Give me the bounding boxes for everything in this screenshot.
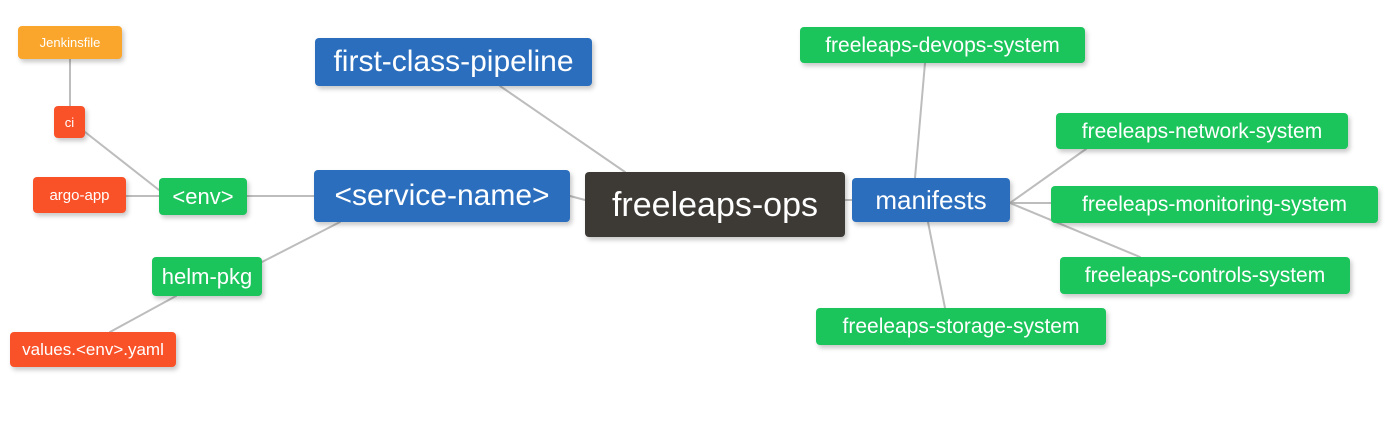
node-service-name[interactable]: <service-name> [314,170,570,222]
node-label-freeleaps-monitoring-system: freeleaps-monitoring-system [1082,193,1347,216]
node-label-argo-app: argo-app [49,186,110,204]
node-label-values-yaml: values.<env>.yaml [22,340,164,359]
node-env[interactable]: <env> [159,178,247,215]
edge-helm-pkg-to-values-yaml [109,295,177,333]
node-freeleaps-devops-system[interactable]: freeleaps-devops-system [800,27,1085,63]
node-label-service-name: <service-name> [334,179,550,212]
node-freeleaps-controls-system[interactable]: freeleaps-controls-system [1060,257,1350,294]
node-label-freeleaps-storage-system: freeleaps-storage-system [842,315,1080,338]
node-values-yaml[interactable]: values.<env>.yaml [10,332,176,367]
node-freeleaps-network-system[interactable]: freeleaps-network-system [1056,113,1348,149]
node-ci[interactable]: ci [54,106,85,138]
node-label-helm-pkg: helm-pkg [161,263,253,289]
node-label-freeleaps-devops-system: freeleaps-devops-system [825,33,1060,57]
node-label-ci: ci [64,114,75,130]
node-helm-pkg[interactable]: helm-pkg [152,257,262,296]
edge-service-name-to-freeleaps-ops [569,195,586,201]
edge-manifests-to-freeleaps-storage-system [927,221,946,309]
edge-service-name-to-helm-pkg [261,221,341,263]
node-label-freeleaps-network-system: freeleaps-network-system [1081,119,1323,143]
node-freeleaps-monitoring-system[interactable]: freeleaps-monitoring-system [1051,186,1378,223]
node-manifests[interactable]: manifests [852,178,1010,222]
node-freeleaps-storage-system[interactable]: freeleaps-storage-system [816,308,1106,345]
node-label-freeleaps-controls-system: freeleaps-controls-system [1084,264,1326,287]
node-first-class-pipeline[interactable]: first-class-pipeline [315,38,592,86]
node-argo-app[interactable]: argo-app [33,177,126,213]
edge-first-class-pipeline-to-freeleaps-ops [499,85,626,173]
node-freeleaps-ops[interactable]: freeleaps-ops [585,172,845,237]
node-label-freeleaps-ops: freeleaps-ops [611,185,818,224]
node-label-first-class-pipeline: first-class-pipeline [333,45,574,78]
node-label-jenkinsfile: Jenkinsfile [39,35,101,50]
node-label-env: <env> [172,183,234,209]
edge-manifests-to-freeleaps-devops-system [914,62,926,179]
node-jenkinsfile[interactable]: Jenkinsfile [18,26,122,59]
node-label-manifests: manifests [875,185,987,215]
